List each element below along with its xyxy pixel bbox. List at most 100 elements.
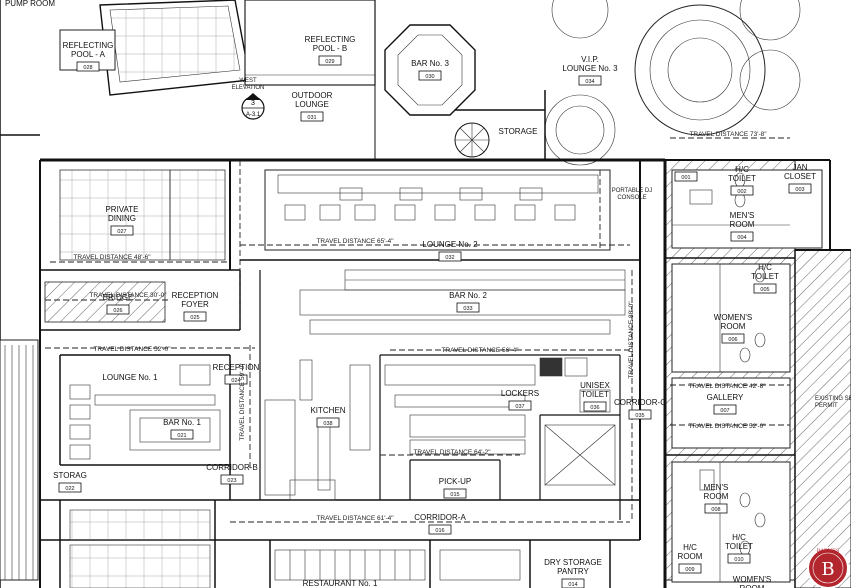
section-number: 3 (251, 100, 255, 107)
room-number: 027 (117, 229, 126, 235)
restaurant-seating (69, 509, 521, 588)
badge-top-text: BARNES (817, 548, 840, 554)
room-number: 022 (65, 486, 74, 492)
room-name: PICK-UP (439, 477, 471, 486)
room-number: 004 (737, 235, 746, 241)
room-number-box (110, 225, 134, 236)
room-label-kitchen: KITCHEN 038 (310, 406, 346, 428)
barnes-badge: BARNES B (807, 547, 849, 588)
room-name: PANTRY (557, 567, 589, 576)
room-number-box (730, 231, 754, 242)
room-number: 024 (231, 378, 240, 384)
room-name: V.I.P. (581, 55, 599, 64)
room-number: 030 (425, 74, 434, 80)
room-number-box (106, 304, 130, 315)
room-number-box (678, 563, 702, 574)
room-name: FOYER (181, 300, 209, 309)
room-name: H/C (683, 543, 697, 552)
room-number-box (583, 401, 607, 412)
private-dining-tables (59, 169, 226, 261)
room-number-box (220, 474, 244, 485)
room-label-lounge1: LOUNGE No. 1 (102, 373, 158, 382)
room-number-box (704, 503, 728, 514)
room-number: 035 (635, 413, 644, 419)
room-number-box (508, 400, 532, 411)
room-name: ROOM (678, 552, 703, 561)
room-label-pump-room: PUMP ROOM (5, 0, 55, 8)
room-number-box (674, 171, 698, 182)
room-name: STORAGE (499, 127, 538, 136)
room-number: 003 (795, 187, 804, 193)
room-name: ROOM (721, 322, 746, 331)
room-name: H/C (758, 263, 772, 272)
room-number-box (456, 302, 480, 313)
room-name: BAR No. 3 (411, 59, 449, 68)
egress-paths (45, 137, 790, 523)
room-number-box (438, 251, 462, 262)
room-number: 038 (323, 421, 332, 427)
room-number-box (428, 524, 452, 535)
room-name: H/C (735, 165, 749, 174)
room-name: TOILET (581, 390, 609, 399)
room-number: 008 (711, 507, 720, 513)
room-label-restaurant1: RESTAURANT No. 1 (303, 579, 378, 588)
room-number-box (418, 70, 442, 81)
room-name: TOILET (751, 272, 779, 281)
travel-distance-label: TRAVEL DISTANCE 30'-0" (89, 292, 167, 299)
room-name: CORRIDOR-C (614, 398, 666, 407)
room-label-room001: 001 (674, 171, 698, 182)
room-number-box (58, 482, 82, 493)
room-label-storage-top: STORAGE (499, 127, 538, 136)
lounge2-furniture (264, 169, 611, 251)
travel-distance-label: TRAVEL DISTANCE 88'-0" (628, 301, 635, 379)
room-name: REFLECTING (63, 41, 114, 50)
room-name: LOUNGE No. 3 (562, 64, 618, 73)
kitchen-equipment (264, 357, 616, 501)
room-number-box (730, 185, 754, 196)
room-number: 005 (760, 287, 769, 293)
room-number: 028 (83, 65, 92, 71)
restroom-wing (663, 159, 851, 588)
top-outdoor-area (0, 0, 801, 588)
room-name: BAR No. 2 (449, 291, 487, 300)
room-name: KITCHEN (310, 406, 345, 415)
room-number: 031 (307, 115, 316, 121)
room-number-box (727, 553, 751, 564)
travel-distance-label: TRAVEL DISTANCE 52'-0" (688, 423, 766, 430)
room-name: CORRIDOR-A (414, 513, 466, 522)
room-name: H/C (732, 533, 746, 542)
room-name: TOILET (728, 174, 756, 183)
stairs-left (0, 339, 39, 581)
section-sheet: A-3.1 (246, 112, 261, 118)
lounge1-furniture (69, 364, 221, 460)
room-number-box (170, 429, 194, 440)
travel-distance-label: TRAVEL DISTANCE 64'-2" (413, 449, 491, 456)
room-number-box (578, 75, 602, 86)
room-name: LOUNGE (295, 100, 329, 109)
room-number: 014 (568, 582, 577, 588)
travel-distance-label: TRAVEL DISTANCE 56'-4" (441, 347, 519, 354)
room-number: 002 (737, 189, 746, 195)
room-name: PUMP ROOM (5, 0, 55, 8)
room-name: BAR No. 1 (163, 418, 201, 427)
room-name: MEN'S (730, 211, 755, 220)
room-name: ROOM (740, 584, 765, 588)
room-number: 037 (515, 404, 524, 410)
